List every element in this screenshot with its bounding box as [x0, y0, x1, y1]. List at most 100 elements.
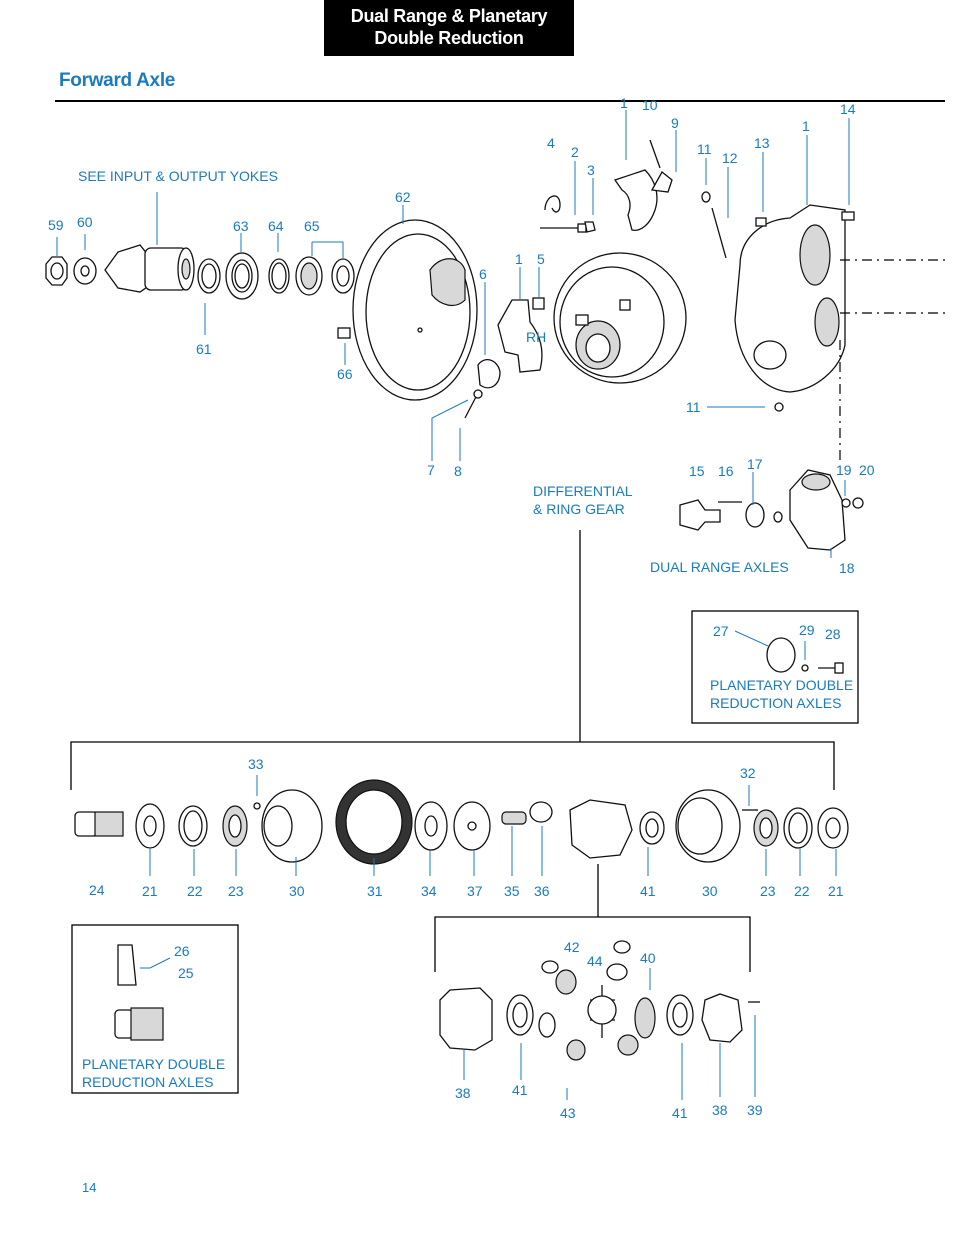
title-rule [55, 100, 945, 102]
callout-43: 43 [560, 1105, 576, 1121]
callout-10: 10 [642, 97, 658, 113]
callout-63: 63 [233, 218, 249, 234]
callout-1-cap: 1 [515, 251, 523, 267]
callout-13: 13 [754, 135, 770, 151]
callout-21: 21 [142, 883, 158, 899]
callout-24: 24 [89, 882, 105, 898]
stud-part-lower [774, 402, 784, 412]
caption-planetary-right-line1: PLANETARY DOUBLE [710, 677, 853, 693]
callout-1: 1 [620, 95, 628, 111]
callout-41-lower: 41 [512, 1082, 528, 1098]
callout-23: 23 [228, 883, 244, 899]
callout-27: 27 [713, 623, 729, 639]
callout-21-right: 21 [828, 883, 844, 899]
callout-44: 44 [587, 953, 603, 969]
adjuster-part [464, 359, 501, 419]
callout-14: 14 [840, 101, 856, 117]
callout-1-housing: 1 [802, 118, 810, 134]
dual-range-axle-parts [679, 469, 864, 551]
callout-16: 16 [718, 463, 734, 479]
cap-bolt-part [540, 195, 596, 233]
callout-11-lower: 11 [686, 399, 701, 415]
rh-label: RH [526, 329, 546, 345]
callout-42: 42 [564, 939, 580, 955]
callout-66: 66 [337, 366, 353, 382]
callout-5: 5 [537, 251, 545, 267]
header-line-2: Double Reduction [374, 28, 524, 48]
callout-30: 30 [289, 883, 305, 899]
bearing-cup-part [225, 252, 259, 300]
callout-38-right: 38 [712, 1102, 728, 1118]
callout-23-right: 23 [760, 883, 776, 899]
callout-62: 62 [395, 189, 411, 205]
plug-part [337, 327, 351, 339]
callout-41-lower-right: 41 [672, 1105, 688, 1121]
page-number: 14 [82, 1180, 97, 1195]
callout-37: 37 [467, 883, 483, 899]
callout-20: 20 [859, 462, 875, 478]
callout-25: 25 [178, 965, 194, 981]
callout-30-right: 30 [702, 883, 718, 899]
planetary-left-parts [114, 944, 164, 1041]
callout-12: 12 [722, 150, 738, 166]
lower-row-bracket [434, 916, 751, 972]
caption-planetary-right-line2: REDUCTION AXLES [710, 695, 841, 711]
callout-34: 34 [421, 883, 437, 899]
section-title: Forward Axle [59, 70, 176, 91]
callout-36: 36 [534, 883, 550, 899]
callout-31: 31 [367, 883, 383, 899]
planetary-cover-parts [766, 637, 844, 674]
callout-32: 32 [740, 765, 756, 781]
cotter-pin-part [649, 139, 661, 169]
nut-part [45, 256, 68, 286]
callout-60: 60 [77, 214, 93, 230]
carrier-housing-part [734, 204, 855, 393]
caption-input-output-yokes: SEE INPUT & OUTPUT YOKES [78, 168, 278, 184]
differential-ring-gear-part [553, 252, 687, 384]
callout-19: 19 [836, 462, 852, 478]
header-line-1: Dual Range & Planetary [350, 6, 548, 26]
callout-7: 7 [427, 462, 435, 478]
callout-labels: 1 10 9 14 4 2 3 11 12 13 1 62 59 60 63 6… [48, 95, 875, 1121]
bearing-part [295, 256, 355, 296]
dowel-part [711, 207, 727, 259]
adjuster-lock-part [650, 171, 673, 193]
stud-part [701, 191, 711, 203]
callout-64: 64 [268, 218, 284, 234]
callout-18: 18 [839, 560, 855, 576]
page-header: Dual Range & Planetary Double Reduction [324, 0, 574, 56]
washer-part [73, 257, 97, 285]
yoke-part [104, 244, 195, 293]
callout-17: 17 [747, 456, 763, 472]
caption-planetary-left-line1: PLANETARY DOUBLE [82, 1056, 225, 1072]
callout-61: 61 [196, 341, 212, 357]
carrier-cover-part [352, 219, 478, 401]
caption-dual-range-axles: DUAL RANGE AXLES [650, 559, 789, 575]
callout-6: 6 [479, 266, 487, 282]
middle-row-bracket [70, 741, 835, 790]
seal-part [197, 258, 221, 294]
callout-26: 26 [174, 943, 190, 959]
callout-4: 4 [547, 135, 555, 151]
lower-row-parts [439, 940, 760, 1061]
leader-lines [56, 110, 850, 1100]
callout-9: 9 [671, 115, 679, 131]
caption-differential-line2: & RING GEAR [533, 501, 625, 517]
callout-39: 39 [747, 1102, 763, 1118]
callout-2: 2 [571, 144, 579, 160]
callout-3: 3 [587, 162, 595, 178]
planetary-left-box [71, 924, 239, 1094]
bearing-cap-top-part [613, 169, 658, 231]
callout-11: 11 [697, 141, 712, 157]
callout-22: 22 [187, 883, 203, 899]
callout-59: 59 [48, 217, 64, 233]
middle-row-parts [74, 779, 849, 865]
callout-8: 8 [454, 463, 462, 479]
caption-differential-line1: DIFFERENTIAL [533, 483, 633, 499]
callout-15: 15 [689, 463, 705, 479]
callout-40: 40 [640, 950, 656, 966]
caption-planetary-left-line2: REDUCTION AXLES [82, 1074, 213, 1090]
snap-ring-part [268, 258, 290, 294]
callout-35: 35 [504, 883, 520, 899]
callout-28: 28 [825, 626, 841, 642]
